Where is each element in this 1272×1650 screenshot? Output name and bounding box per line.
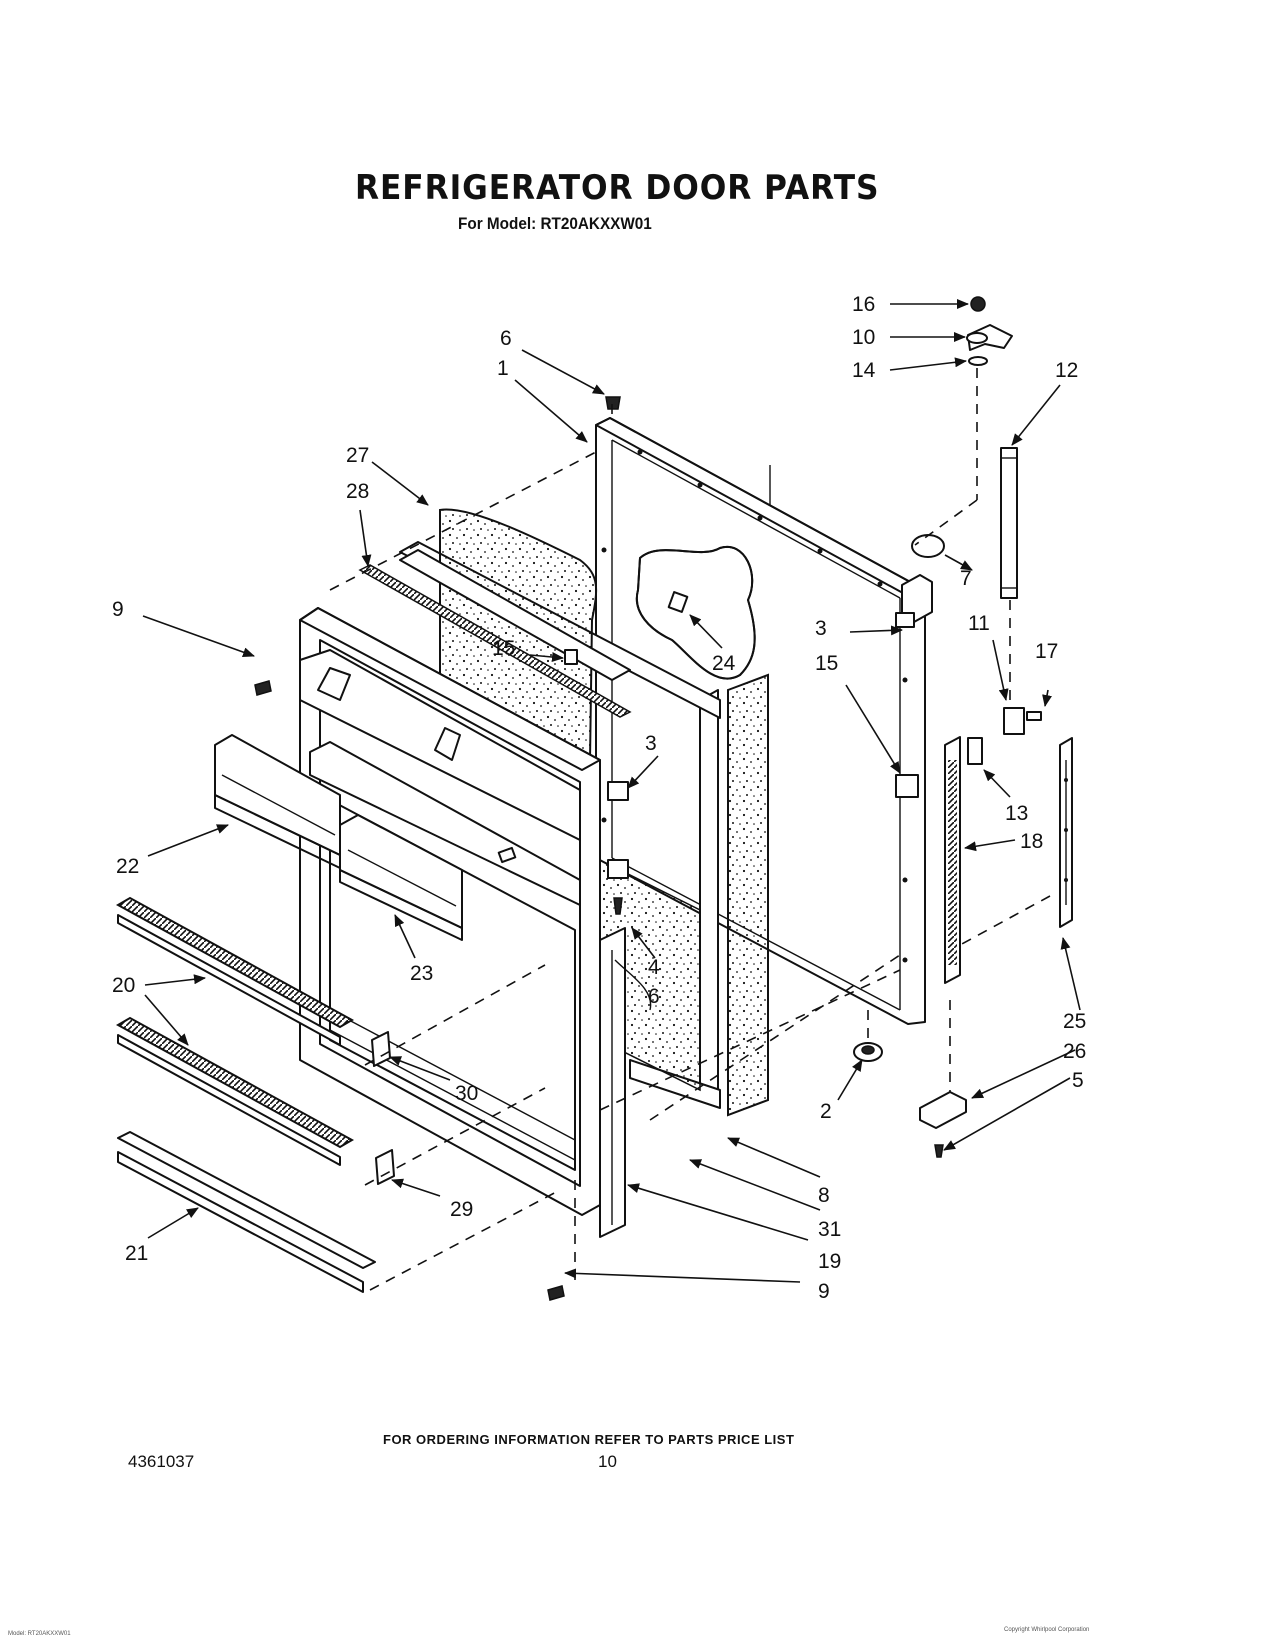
callout-17: 17 [1035, 640, 1058, 663]
callout-14: 14 [852, 359, 876, 382]
callout-15-liner: 15 [492, 637, 515, 660]
callout-6-center: 6 [648, 985, 660, 1008]
callout-1: 1 [497, 357, 509, 380]
model-footnote: Model: RT20AKXXW01 [8, 1631, 71, 1637]
callout-27: 27 [346, 444, 369, 467]
callout-7: 7 [960, 567, 972, 590]
callout-18: 18 [1020, 830, 1043, 853]
callout-11: 11 [968, 612, 990, 635]
hinge-assembly [853, 296, 1073, 1158]
callout-9-top: 9 [112, 598, 124, 621]
callout-3-center: 3 [645, 732, 657, 755]
leader-lines [142, 299, 1081, 1283]
callout-3-right: 3 [815, 617, 827, 640]
callout-4: 4 [648, 956, 660, 979]
callout-22: 22 [116, 855, 139, 878]
callout-20: 20 [112, 974, 135, 997]
callout-15-right: 15 [815, 652, 838, 675]
callout-2: 2 [820, 1100, 832, 1123]
callout-23: 23 [410, 962, 433, 985]
door-shelves [115, 396, 621, 1301]
inner-door-liner [299, 549, 652, 1238]
page-title: REFRIGERATOR DOOR PARTS [355, 168, 880, 208]
callout-31: 31 [818, 1218, 841, 1241]
callout-30: 30 [455, 1082, 478, 1105]
callout-12: 12 [1055, 359, 1078, 382]
callout-29: 29 [450, 1198, 473, 1221]
callout-6: 6 [500, 327, 512, 350]
callout-26: 26 [1063, 1040, 1086, 1063]
ordering-info-note: FOR ORDERING INFORMATION REFER TO PARTS … [383, 1432, 795, 1447]
callout-8: 8 [818, 1184, 830, 1207]
callout-labels: 16 10 14 12 6 1 27 28 7 9 3 11 17 15 24 … [112, 293, 1086, 1303]
callout-21: 21 [125, 1242, 148, 1265]
callout-9-bottom: 9 [818, 1280, 830, 1303]
model-subtitle: For Model: RT20AKXXW01 [458, 214, 652, 233]
page-number: 10 [598, 1452, 617, 1471]
callout-19: 19 [818, 1250, 841, 1273]
callout-13: 13 [1005, 802, 1028, 825]
callout-5: 5 [1072, 1069, 1084, 1092]
callout-25: 25 [1063, 1010, 1086, 1033]
callout-28: 28 [346, 480, 369, 503]
callout-24: 24 [712, 652, 736, 675]
callout-10: 10 [852, 326, 875, 349]
assembly-lines [329, 404, 901, 1291]
insulation-patch [635, 545, 756, 680]
document-number: 4361037 [128, 1452, 195, 1471]
callout-16: 16 [852, 293, 875, 316]
copyright-footnote: Copyright Whirlpool Corporation [1004, 1627, 1090, 1633]
